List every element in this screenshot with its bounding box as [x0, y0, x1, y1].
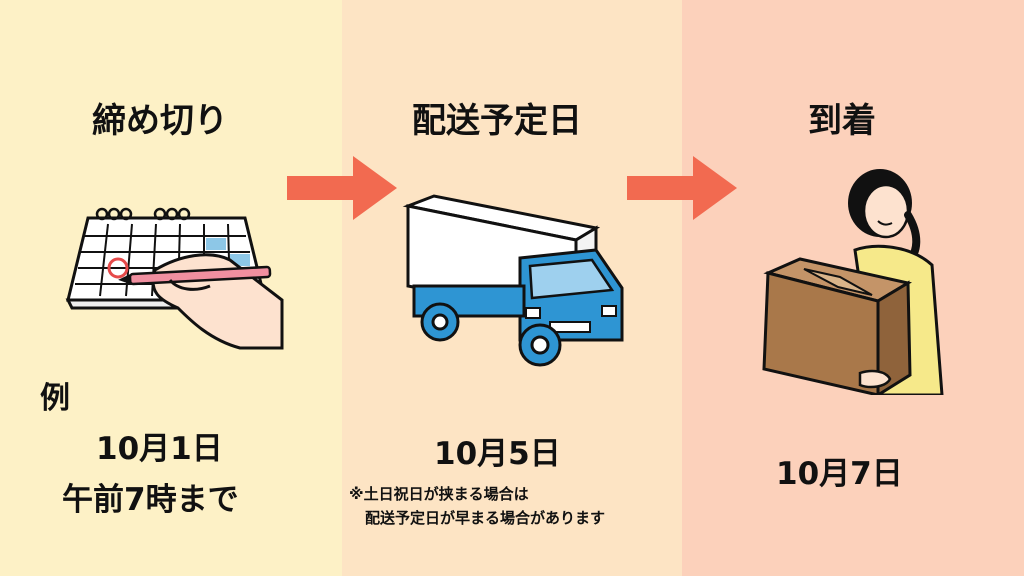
arrow-right-icon — [627, 156, 737, 220]
shipping-note-line2: 配送予定日が早まる場合があります — [365, 509, 606, 527]
deadline-heading: 締め切り — [92, 101, 228, 141]
arrival-heading: 到着 — [808, 101, 876, 141]
arrival-date: 10月7日 — [776, 456, 903, 492]
shipping-heading: 配送予定日 — [412, 101, 582, 141]
calendar-writing-icon — [65, 207, 284, 350]
person-holding-box-icon — [762, 169, 944, 395]
example-label: 例 — [40, 381, 70, 416]
arrow-right-icon — [287, 156, 397, 220]
delivery-truck-icon — [402, 194, 624, 367]
shipping-date: 10月5日 — [434, 436, 561, 472]
deadline-date: 10月1日 — [96, 431, 223, 467]
shipping-note-line1: ※土日祝日が挟まる場合は — [349, 485, 529, 503]
deadline-time: 午前7時まで — [62, 482, 239, 518]
